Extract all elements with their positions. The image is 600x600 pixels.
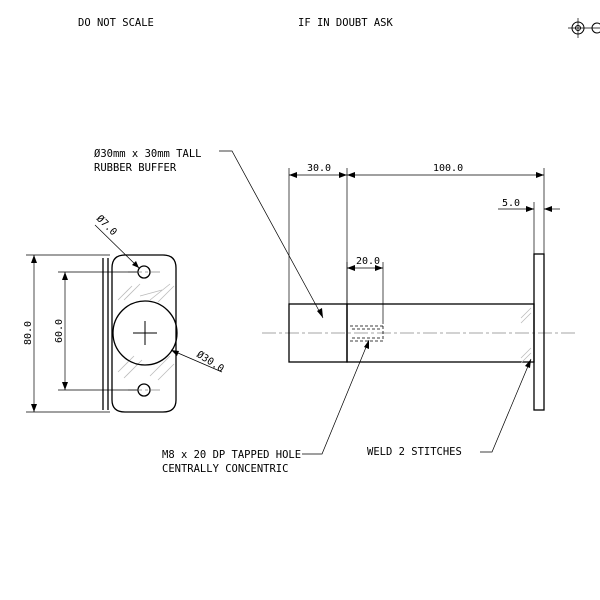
end-view-plate-outline [111, 254, 177, 413]
dim-tapped-depth: 20.0 [356, 256, 380, 267]
dim-hole-spacing: 60.0 [54, 319, 65, 343]
end-view: 80.0 60.0 Ø7.0 Ø30.0 [23, 213, 226, 413]
end-view-hatching [117, 283, 175, 381]
projection-symbol-icon [568, 18, 600, 38]
dim-hole-dia: Ø7.0 [94, 213, 120, 239]
dim-shaft-length: 100.0 [433, 163, 463, 174]
dim-plate-height: 80.0 [23, 321, 34, 345]
dim-shaft-dia: Ø30.0 [194, 348, 226, 374]
shaft-circle [112, 300, 178, 366]
buffer-note-line1: Ø30mm x 30mm TALL [94, 148, 201, 160]
if-in-doubt-note: IF IN DOUBT ASK [298, 17, 394, 29]
note-tapped-hole: M8 x 20 DP TAPPED HOLE CENTRALLY CONCENT… [162, 339, 370, 475]
note-rubber-buffer: Ø30mm x 30mm TALL RUBBER BUFFER [94, 148, 324, 319]
note-weld: WELD 2 STITCHES [367, 358, 532, 458]
do-not-scale-note: DO NOT SCALE [78, 17, 154, 29]
tapped-note-line1: M8 x 20 DP TAPPED HOLE [162, 449, 301, 461]
buffer-note-line2: RUBBER BUFFER [94, 162, 177, 174]
tapped-note-line2: CENTRALLY CONCENTRIC [162, 463, 288, 475]
weld-note: WELD 2 STITCHES [367, 446, 462, 458]
side-view: 30.0 100.0 5.0 20.0 [262, 163, 578, 411]
weld-hatching [520, 307, 532, 364]
dim-buffer-length: 30.0 [307, 163, 331, 174]
back-plate [533, 253, 545, 411]
dim-plate-thickness: 5.0 [502, 198, 520, 209]
